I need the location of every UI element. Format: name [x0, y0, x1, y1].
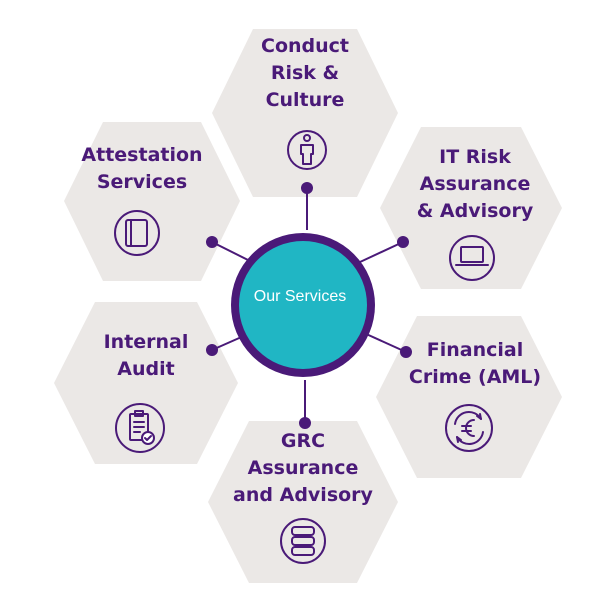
euro-cycle-icon — [445, 404, 493, 452]
service-label-grc: GRC Assurance and Advisory — [233, 430, 373, 506]
connector-it-risk — [359, 241, 404, 263]
connector-financial-crime — [363, 332, 407, 353]
laptop-icon — [449, 235, 495, 281]
server-icon — [280, 518, 326, 564]
center-label: Our Services — [253, 288, 347, 305]
service-label-internal-audit: Internal Audit — [103, 331, 189, 380]
dot-financial-crime — [400, 346, 412, 358]
connector-attestation — [211, 241, 253, 263]
clipboard-check-icon — [115, 403, 165, 453]
hexagon-conduct-risk — [212, 29, 398, 197]
dot-it-risk — [397, 236, 409, 248]
service-label-financial-crime: Financial Crime (AML) — [408, 339, 542, 388]
hexagon-internal-audit — [54, 302, 238, 464]
hexagon-financial-crime — [376, 316, 562, 478]
hexagon-grc — [208, 421, 398, 583]
service-label-it-risk: IT Risk Assurance & Advisory — [416, 146, 534, 222]
dot-grc — [299, 417, 311, 429]
dot-internal-audit — [206, 344, 218, 356]
hexagon-it-risk — [380, 127, 562, 289]
service-label-attestation: Attestation Services — [81, 144, 203, 193]
person-icon — [287, 130, 327, 170]
book-icon — [114, 210, 160, 256]
hexagon-attestation — [64, 122, 240, 281]
service-label-conduct-risk: Conduct Risk & Culture — [261, 35, 349, 111]
dot-attestation — [206, 236, 218, 248]
center-circle — [239, 241, 367, 369]
dot-conduct-risk — [301, 182, 313, 194]
